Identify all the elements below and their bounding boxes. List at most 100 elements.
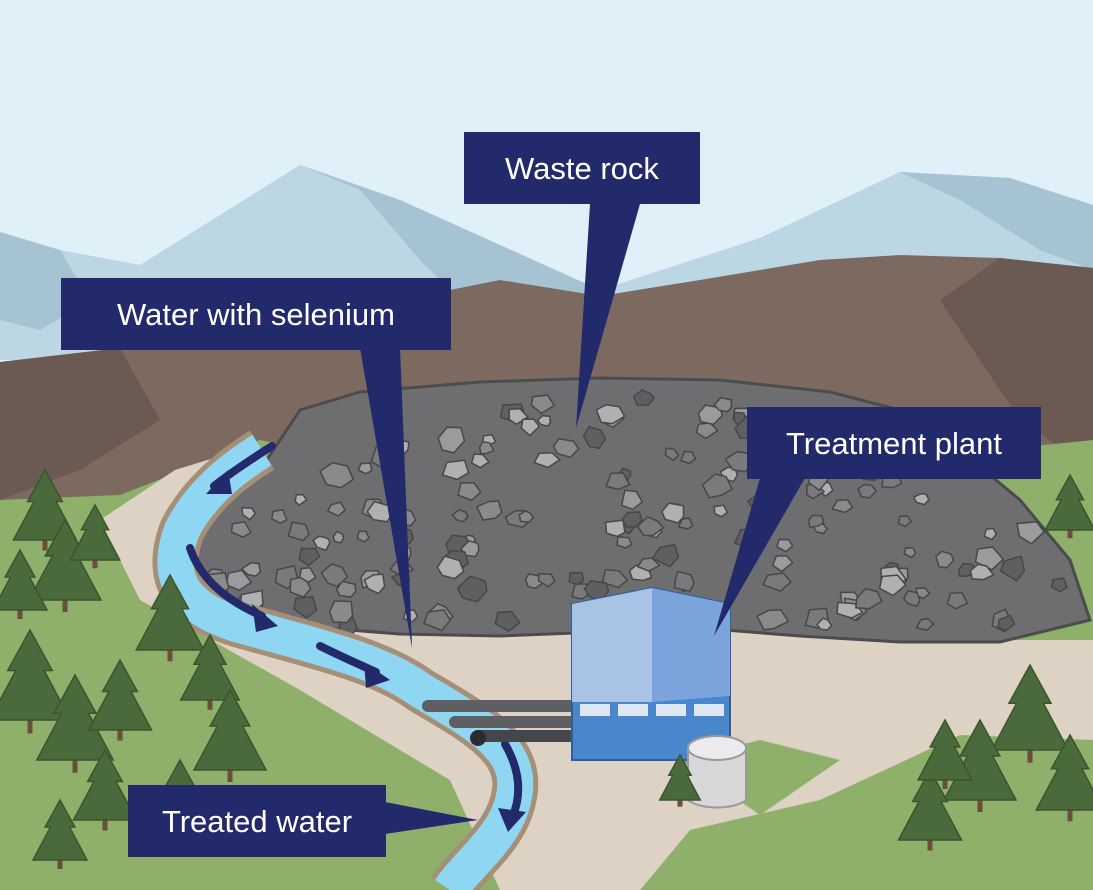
tree-trunk bbox=[927, 840, 933, 851]
rock bbox=[456, 575, 488, 603]
rock bbox=[771, 555, 794, 573]
rock bbox=[620, 489, 644, 511]
rock bbox=[661, 502, 685, 524]
tree bbox=[192, 688, 268, 771]
rock bbox=[552, 437, 580, 459]
tree-trunk bbox=[102, 820, 108, 831]
rock bbox=[270, 509, 288, 525]
tree bbox=[12, 468, 78, 541]
tree-trunk bbox=[42, 540, 48, 551]
rock bbox=[470, 453, 491, 469]
tree bbox=[135, 573, 205, 651]
waste-rock-label: Waste rock bbox=[464, 132, 700, 204]
tree bbox=[916, 718, 974, 781]
rock bbox=[327, 501, 347, 517]
tree bbox=[31, 798, 89, 861]
rock bbox=[357, 462, 373, 475]
rock bbox=[312, 535, 331, 552]
tree-trunk bbox=[57, 860, 63, 869]
tree bbox=[0, 628, 72, 721]
tree bbox=[35, 673, 115, 761]
water-with-selenium-label: Water with selenium bbox=[61, 278, 451, 350]
waste-rock-pointer bbox=[576, 204, 640, 428]
rock bbox=[912, 493, 930, 506]
water-with-selenium-pointer bbox=[360, 348, 412, 648]
rock bbox=[363, 573, 386, 595]
rock bbox=[508, 407, 529, 426]
tree bbox=[87, 658, 153, 731]
rock bbox=[595, 404, 626, 425]
rock bbox=[996, 614, 1016, 632]
tree bbox=[69, 503, 121, 561]
tree-trunk bbox=[167, 650, 173, 662]
rock bbox=[287, 521, 311, 542]
flow-arrow-head-1 bbox=[206, 470, 232, 494]
rock bbox=[776, 538, 794, 553]
rock bbox=[422, 609, 452, 632]
rock bbox=[915, 617, 935, 632]
rock bbox=[1050, 577, 1069, 593]
rock bbox=[605, 472, 631, 491]
flow-arrow-head-4 bbox=[498, 808, 526, 832]
rock bbox=[240, 561, 262, 578]
rock bbox=[494, 610, 521, 632]
tree-trunk bbox=[72, 760, 78, 773]
rock bbox=[946, 591, 969, 610]
rock bbox=[651, 543, 680, 568]
tree-trunk bbox=[27, 720, 33, 734]
rock bbox=[974, 546, 1005, 571]
rock bbox=[713, 396, 733, 413]
rock bbox=[636, 516, 665, 537]
treated-water-label: Treated water bbox=[128, 785, 386, 857]
tree-trunk bbox=[92, 560, 98, 569]
rock bbox=[533, 452, 561, 469]
tree-trunk bbox=[227, 770, 233, 782]
rock bbox=[332, 530, 345, 544]
treated-water-pointer bbox=[385, 802, 478, 834]
rock bbox=[857, 483, 878, 499]
rock bbox=[983, 527, 998, 541]
tree bbox=[990, 663, 1070, 751]
tree-trunk bbox=[17, 610, 23, 619]
rock bbox=[604, 519, 626, 538]
tree-trunk bbox=[1027, 750, 1033, 763]
rock bbox=[530, 394, 556, 415]
forest-trees bbox=[0, 468, 1093, 869]
rock bbox=[537, 573, 556, 588]
rock bbox=[897, 515, 913, 528]
rock bbox=[478, 441, 495, 455]
tree bbox=[897, 768, 963, 841]
rock bbox=[680, 450, 697, 465]
storage-tank bbox=[687, 735, 747, 809]
rock bbox=[568, 572, 585, 586]
rock bbox=[457, 481, 482, 502]
rock bbox=[713, 504, 729, 518]
rock bbox=[616, 535, 633, 549]
flow-arrow-heads bbox=[206, 470, 526, 832]
callout-pointers bbox=[360, 204, 805, 834]
rock bbox=[292, 595, 318, 620]
flow-arrow-head-2 bbox=[252, 604, 278, 632]
rock bbox=[320, 563, 349, 588]
rock bbox=[816, 617, 833, 631]
rock bbox=[328, 600, 354, 624]
rock bbox=[756, 609, 790, 631]
rock bbox=[807, 514, 825, 529]
rock bbox=[298, 547, 321, 567]
tree-trunk bbox=[942, 780, 948, 789]
rock bbox=[701, 473, 733, 499]
rock bbox=[673, 570, 695, 593]
rock bbox=[536, 414, 551, 427]
rock bbox=[475, 500, 503, 521]
rock bbox=[436, 555, 465, 580]
treatment-plant-building bbox=[571, 586, 731, 761]
tree bbox=[658, 753, 702, 801]
rock bbox=[762, 572, 792, 593]
tree bbox=[0, 548, 49, 611]
rock bbox=[582, 425, 607, 450]
rock bbox=[677, 517, 694, 530]
tree bbox=[179, 633, 241, 701]
flow-arrow-2 bbox=[186, 544, 266, 620]
rock bbox=[441, 459, 470, 481]
tree-trunk bbox=[117, 730, 123, 741]
